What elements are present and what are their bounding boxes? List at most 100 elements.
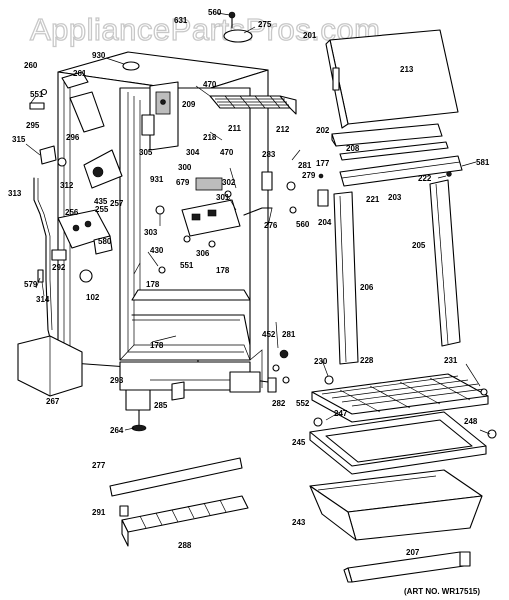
callout-581: 581	[476, 158, 490, 167]
hinge-parts	[243, 171, 452, 216]
callout-230: 230	[314, 357, 328, 366]
callout-295: 295	[26, 121, 40, 130]
relay-overload	[37, 209, 113, 283]
callout-580: 580	[98, 237, 112, 246]
callout-178c: 178	[150, 341, 164, 350]
callout-221: 221	[366, 195, 380, 204]
callout-293: 293	[110, 376, 124, 385]
callout-291: 291	[92, 508, 106, 517]
callout-305: 305	[139, 148, 153, 157]
toe-grille	[109, 457, 249, 547]
callout-255: 255	[95, 205, 109, 214]
fresh-food-door-frame	[333, 179, 461, 365]
callout-300: 300	[178, 163, 192, 172]
callout-204: 204	[318, 218, 332, 227]
callout-275: 275	[258, 20, 272, 29]
callout-312: 312	[60, 181, 74, 190]
callout-560a: 560	[208, 8, 222, 17]
callout-213: 213	[400, 65, 414, 74]
callout-313: 313	[8, 189, 22, 198]
callout-281b: 281	[282, 330, 296, 339]
control-assembly	[155, 177, 241, 274]
callout-314: 314	[36, 295, 50, 304]
callout-177: 177	[316, 159, 330, 168]
callout-260: 260	[24, 61, 38, 70]
callout-264: 264	[110, 426, 124, 435]
callout-211: 211	[228, 124, 241, 133]
callout-551a: 551	[30, 90, 44, 99]
callout-201: 201	[303, 31, 317, 40]
callout-267: 267	[46, 397, 60, 406]
callout-277: 277	[92, 461, 106, 470]
freezer-door-shelf	[331, 123, 443, 147]
callout-931: 931	[150, 175, 164, 184]
door-strips	[339, 141, 463, 187]
callout-551b: 551	[180, 261, 194, 270]
callout-228: 228	[360, 356, 374, 365]
callout-247: 247	[334, 409, 348, 418]
callout-631: 631	[174, 16, 188, 25]
callout-276: 276	[264, 221, 278, 230]
callout-296: 296	[66, 133, 80, 142]
callout-218: 218	[203, 133, 217, 142]
callout-303: 303	[144, 228, 158, 237]
levelers	[131, 349, 290, 432]
callout-552: 552	[296, 399, 310, 408]
watermark-text: AppliancePartsPros.com	[30, 12, 380, 47]
callout-206: 206	[360, 283, 374, 292]
callout-292: 292	[52, 263, 66, 272]
callout-102: 102	[86, 293, 100, 302]
callout-435: 435	[94, 197, 108, 206]
callout-930: 930	[92, 51, 106, 60]
callout-288: 288	[178, 541, 192, 550]
callout-207: 207	[406, 548, 420, 557]
callout-306: 306	[196, 249, 210, 258]
callout-212: 212	[276, 125, 290, 134]
callout-560b: 560	[296, 220, 310, 229]
callout-261: 261	[73, 69, 87, 78]
freezer-door	[325, 29, 459, 129]
callout-245: 245	[292, 438, 306, 447]
callout-304: 304	[186, 148, 200, 157]
callout-281a: 281	[298, 161, 312, 170]
cabinet-body	[57, 51, 269, 411]
art-number: (ART NO. WR17515)	[404, 587, 480, 596]
top-hardware	[122, 11, 253, 71]
callout-452: 452	[262, 330, 276, 339]
callout-222: 222	[418, 174, 432, 183]
leader-lines	[25, 12, 491, 435]
callout-679: 679	[176, 178, 190, 187]
callout-243: 243	[292, 518, 306, 527]
door-bin	[343, 551, 471, 583]
callout-302: 302	[222, 178, 236, 187]
callout-285: 285	[154, 401, 168, 410]
callout-178a: 178	[216, 266, 230, 275]
callout-labels: 560 631 275 201 930 260 261 213 551 470 …	[8, 8, 490, 557]
callout-470a: 470	[203, 80, 217, 89]
callout-205: 205	[412, 241, 426, 250]
callout-430: 430	[150, 246, 164, 255]
freezer-shelf	[209, 95, 297, 115]
evaporator-panel	[141, 81, 179, 151]
callout-202: 202	[316, 126, 330, 135]
callout-301: 301	[216, 193, 230, 202]
callout-203: 203	[388, 193, 402, 202]
crisper-drawer	[309, 469, 483, 541]
callout-208: 208	[346, 144, 360, 153]
callout-231: 231	[444, 356, 458, 365]
callout-315: 315	[12, 135, 26, 144]
callout-470b: 470	[220, 148, 234, 157]
callout-256: 256	[65, 208, 79, 217]
drip-pan	[17, 335, 83, 397]
crisper-cover	[309, 411, 487, 475]
callout-283: 283	[262, 150, 276, 159]
callout-282: 282	[272, 399, 286, 408]
left-side-parts	[29, 71, 123, 189]
wire-shelf	[311, 373, 497, 439]
drain-tube	[33, 177, 53, 339]
callout-178b: 178	[146, 280, 160, 289]
callout-209: 209	[182, 100, 196, 109]
callout-257: 257	[110, 199, 124, 208]
callout-579: 579	[24, 280, 38, 289]
